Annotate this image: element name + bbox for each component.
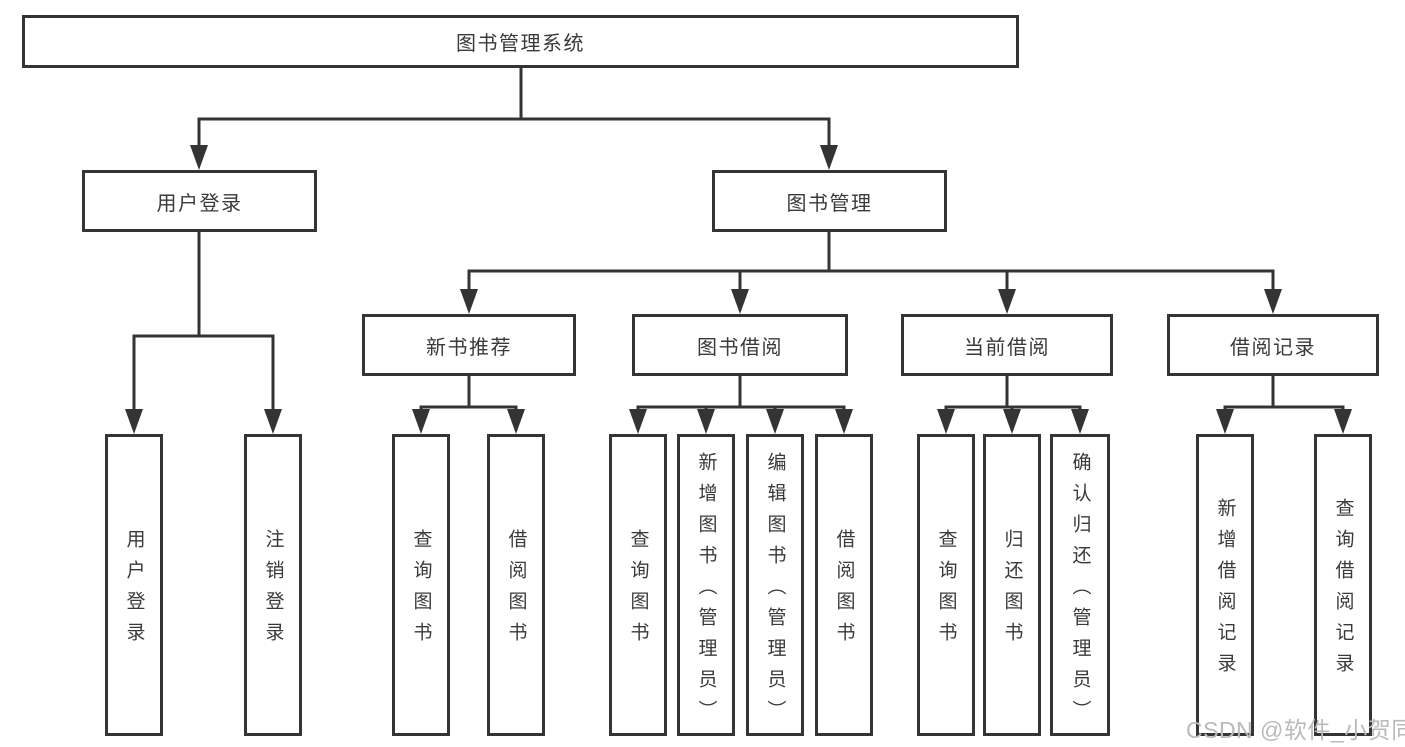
leaf-edit-books-admin-label: 编辑图书（管理员） xyxy=(764,451,786,731)
node-book-management-system: 图书管理系统 xyxy=(22,15,1019,68)
leaf-user-login-label: 用户登录 xyxy=(123,529,145,653)
leaf-query-books-2: 查询图书 xyxy=(609,434,667,736)
leaf-logout-login-label: 注销登录 xyxy=(262,529,284,653)
node-current-borrowing: 当前借阅 xyxy=(901,314,1113,376)
leaf-query-borrow-record-label: 查询借阅记录 xyxy=(1332,498,1354,684)
leaf-query-books-1: 查询图书 xyxy=(392,434,450,736)
leaf-user-login: 用户登录 xyxy=(105,434,163,736)
leaf-confirm-return-admin: 确认归还（管理员） xyxy=(1050,434,1110,736)
node-borrowing-records-label: 借阅记录 xyxy=(1230,336,1316,359)
leaf-return-books: 归还图书 xyxy=(983,434,1041,736)
node-book-management-system-label: 图书管理系统 xyxy=(456,33,585,55)
node-book-management: 图书管理 xyxy=(712,170,947,232)
leaf-add-borrow-record-label: 新增借阅记录 xyxy=(1214,498,1236,684)
leaf-add-books-admin: 新增图书（管理员） xyxy=(677,434,735,736)
leaf-edit-books-admin: 编辑图书（管理员） xyxy=(746,434,804,736)
leaf-query-books-2-label: 查询图书 xyxy=(627,529,649,653)
leaf-confirm-return-admin-label: 确认归还（管理员） xyxy=(1069,451,1091,731)
leaf-add-borrow-record: 新增借阅记录 xyxy=(1196,434,1254,736)
node-new-book-recommend-label: 新书推荐 xyxy=(426,336,512,359)
node-user-login: 用户登录 xyxy=(82,170,317,232)
leaf-query-books-1-label: 查询图书 xyxy=(410,529,432,653)
node-new-book-recommend: 新书推荐 xyxy=(362,314,576,376)
node-borrowing-records: 借阅记录 xyxy=(1167,314,1379,376)
leaf-query-books-3-label: 查询图书 xyxy=(935,529,957,653)
node-user-login-label: 用户登录 xyxy=(156,192,243,215)
leaf-query-borrow-record: 查询借阅记录 xyxy=(1314,434,1372,736)
node-book-borrowing: 图书借阅 xyxy=(632,314,848,376)
node-book-borrowing-label: 图书借阅 xyxy=(697,336,783,359)
watermark: CSDN @软件_小贺同学 xyxy=(1186,717,1405,743)
node-current-borrowing-label: 当前借阅 xyxy=(964,336,1050,359)
leaf-borrow-books-1: 借阅图书 xyxy=(487,434,545,736)
leaf-query-books-3: 查询图书 xyxy=(917,434,975,736)
leaf-add-books-admin-label: 新增图书（管理员） xyxy=(695,451,717,731)
leaf-borrow-books-2-label: 借阅图书 xyxy=(833,529,855,653)
leaf-logout-login: 注销登录 xyxy=(244,434,302,736)
leaf-borrow-books-2: 借阅图书 xyxy=(815,434,873,736)
node-book-management-label: 图书管理 xyxy=(786,192,873,215)
leaf-return-books-label: 归还图书 xyxy=(1001,529,1023,653)
leaf-borrow-books-1-label: 借阅图书 xyxy=(505,529,527,653)
